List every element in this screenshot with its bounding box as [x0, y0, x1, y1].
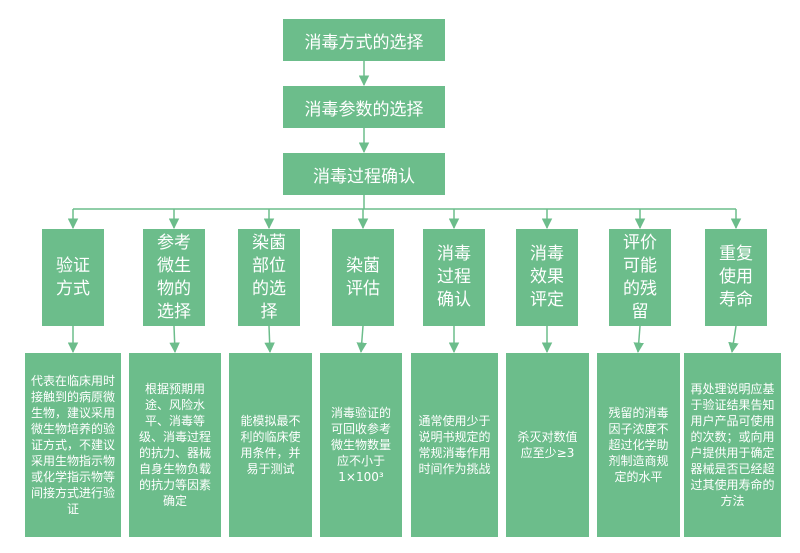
flow-step-3: 消毒过程确认 [283, 153, 445, 195]
detail-box-1: 代表在临床用时接触到的病原微生物，建议采用微生物培养的验证方式，不建议采用生物指… [25, 353, 121, 537]
detail-text-7: 残留的消毒因子浓度不超过化学助剂制造商规定的水平 [608, 406, 669, 484]
category-title-4: 染菌评估 [346, 255, 380, 299]
arrow-to-detail-4 [356, 325, 367, 354]
category-box-1: 验证方式 [42, 229, 104, 326]
detail-box-8: 再处理说明应基于验证结果告知用户产品可使用的次数；或向用户提供用于确定器械是否已… [684, 353, 781, 537]
detail-text-3: 能模拟最不利的临床使用条件，并易于测试 [240, 414, 301, 476]
flow-step-1: 消毒方式的选择 [283, 19, 445, 61]
category-box-6: 消毒效果评定 [516, 229, 578, 326]
category-box-3: 染菌部位的选择 [238, 229, 300, 326]
arrow-to-detail-2 [169, 325, 180, 354]
flow-step-2: 消毒参数的选择 [283, 86, 445, 128]
detail-box-6: 杀灭对数值应至少≥3 [506, 353, 589, 537]
detail-box-3: 能模拟最不利的临床使用条件，并易于测试 [229, 353, 312, 537]
arrow-to-detail-3 [264, 325, 275, 354]
category-title-8: 重复使用寿命 [719, 244, 753, 310]
category-title-1: 验证方式 [56, 255, 90, 299]
detail-text-6: 杀灭对数值应至少≥3 [517, 430, 578, 460]
detail-box-7: 残留的消毒因子浓度不超过化学助剂制造商规定的水平 [597, 353, 680, 537]
flow-step-3-label: 消毒过程确认 [313, 166, 415, 187]
category-title-5: 消毒过程确认 [437, 244, 471, 310]
category-title-6: 消毒效果评定 [530, 244, 564, 310]
detail-box-2: 根据预期用途、风险水平、消毒等级、消毒过程的抗力、器械自身生物负载的抗力等因素确… [129, 353, 221, 537]
detail-box-4: 消毒验证的可回收参考微生物数量应不小于1×100³ [320, 353, 402, 537]
category-box-4: 染菌评估 [332, 229, 394, 326]
category-title-7: 评价可能的残留 [623, 232, 657, 322]
detail-box-5: 通常使用少于说明书规定的常规消毒作用时间作为挑战 [411, 353, 498, 537]
flow-step-1-label: 消毒方式的选择 [304, 32, 424, 53]
category-box-8: 重复使用寿命 [705, 229, 767, 326]
detail-text-4: 消毒验证的可回收参考微生物数量应不小于1×100³ [330, 406, 391, 484]
arrow-to-detail-7 [633, 325, 644, 354]
category-title-2: 参考微生物的选择 [157, 232, 191, 322]
detail-text-1: 代表在临床用时接触到的病原微生物，建议采用微生物培养的验证方式，不建议采用生物指… [31, 374, 116, 516]
category-box-7: 评价可能的残留 [609, 229, 671, 326]
category-box-2: 参考微生物的选择 [143, 229, 205, 326]
category-box-5: 消毒过程确认 [423, 229, 485, 326]
detail-text-5: 通常使用少于说明书规定的常规消毒作用时间作为挑战 [418, 414, 491, 476]
detail-text-2: 根据预期用途、风险水平、消毒等级、消毒过程的抗力、器械自身生物负载的抗力等因素确… [138, 382, 211, 508]
arrow-to-detail-8 [728, 325, 739, 354]
flow-step-2-label: 消毒参数的选择 [304, 99, 424, 120]
detail-text-8: 再处理说明应基于验证结果告知用户产品可使用的次数；或向用户提供用于确定器械是否已… [690, 382, 775, 508]
category-title-3: 染菌部位的选择 [252, 232, 286, 322]
